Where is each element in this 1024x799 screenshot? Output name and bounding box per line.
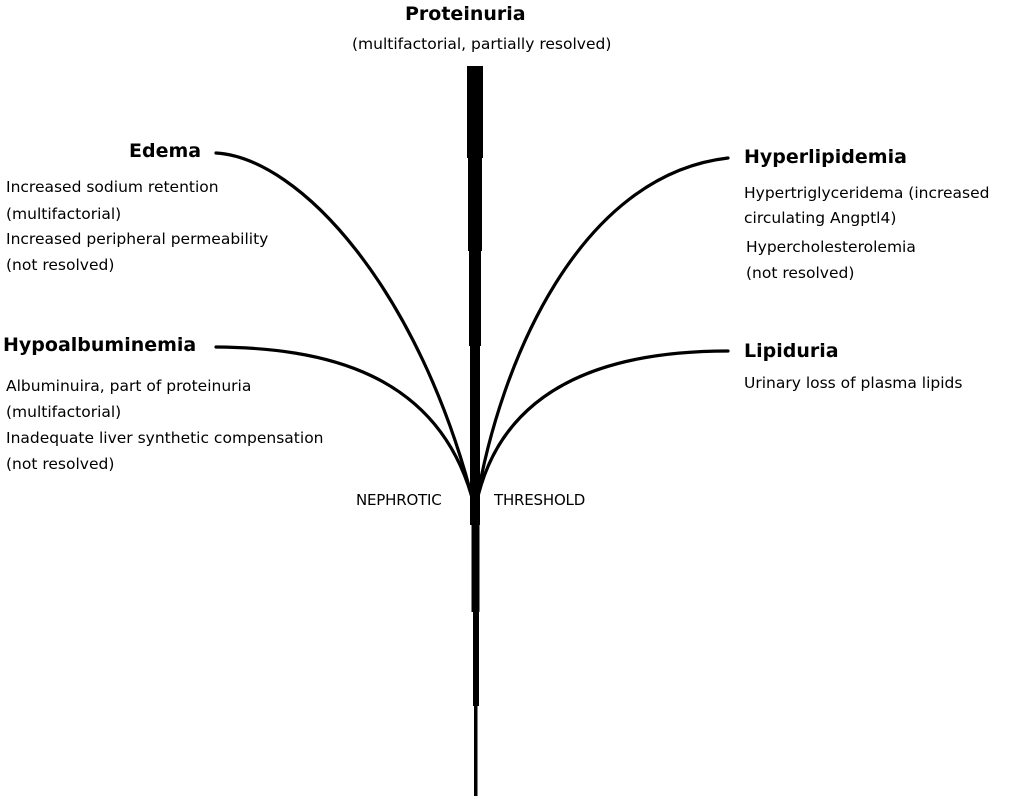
hyperlipidemia-detail-line: Hypertriglyceridema (increased [744,184,990,202]
stem-segment-1 [467,66,483,158]
stem-segment-7 [474,704,478,796]
proteinuria-title-text: Proteinuria [405,3,526,25]
threshold-label-right: THRESHOLD [494,491,586,509]
hyperlipidemia-detail-line: circulating Angptl4) [744,209,897,227]
proteinuria-stem [467,66,483,796]
hyperlipidemia-detail-line: (not resolved) [746,264,855,282]
edema-detail-line: Increased sodium retention [6,178,219,196]
hypoalbuminemia-detail-line: Inadequate liver synthetic compensation [6,429,324,447]
stem-segment-5 [471,524,480,612]
branch-curve-hyperlipidemia [474,156,730,507]
stem-segment-2 [468,157,482,251]
hypoalbuminemia-detail-line: (not resolved) [6,455,115,473]
hyperlipidemia-detail-line: Hypercholesterolemia [746,238,916,256]
lipiduria-detail-line: Urinary loss of plasma lipids [744,374,963,392]
edema-title: Edema [129,140,202,162]
lipiduria-title: Lipiduria [744,340,839,362]
proteinuria-subtitle: (multifactorial, partially resolved) [352,35,612,53]
branch-curve-edema [214,151,476,507]
hypoalbuminemia-title: Hypoalbuminemia [3,334,197,356]
hypoalbuminemia-detail-line: Albuminuira, part of proteinuria [6,377,252,395]
stem-segment-3 [469,250,481,346]
stem-segment-4 [470,345,480,525]
edema-detail-line: Increased peripheral permeability [6,230,269,248]
branch-curve-lipiduria [474,349,730,507]
branch-curve-hypoalbuminemia [214,345,476,507]
stem-segment-6 [473,610,479,706]
threshold-label-left: NEPHROTIC [356,491,442,509]
hyperlipidemia-title: Hyperlipidemia [744,146,907,168]
edema-detail-line: (multifactorial) [6,205,122,223]
edema-detail-line: (not resolved) [6,256,115,274]
hypoalbuminemia-detail-line: (multifactorial) [6,403,122,421]
